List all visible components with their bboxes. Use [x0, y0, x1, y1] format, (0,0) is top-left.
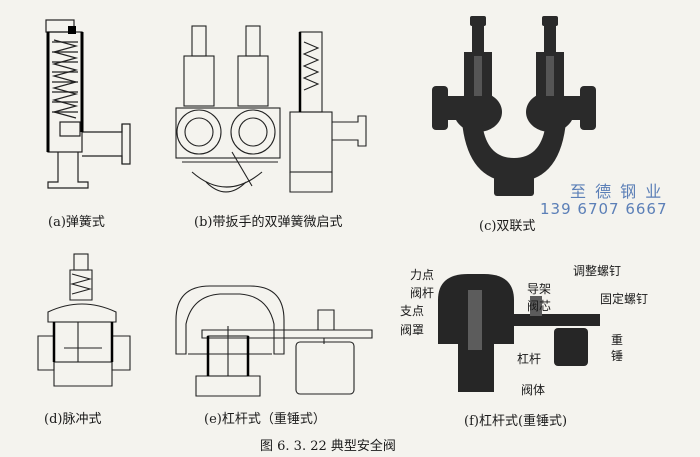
pulse-valve-drawing	[37, 253, 131, 387]
figure-d-pulse-valve	[34, 248, 134, 398]
label-valve-core: 阀芯	[527, 299, 552, 313]
figure-b-double-spring-valve	[172, 12, 372, 202]
caption-f: (f)杠杆式(重锤式)	[464, 414, 568, 429]
caption-c: (c)双联式	[479, 219, 536, 234]
label-valve-body: 阀体	[521, 383, 546, 397]
watermark-company: 至 德 钢 业	[570, 182, 664, 201]
label-adjust-screw: 调整螺钉	[573, 264, 622, 278]
spring-valve-drawing	[45, 19, 131, 189]
lever-valve-drawing	[175, 285, 373, 397]
lever-valve-photo-drawing	[438, 274, 600, 392]
figure-title: 图 6. 3. 22 典型安全阀	[260, 439, 396, 454]
caption-e: (e)杠杆式（重锤式）	[204, 412, 326, 427]
label-weight: 重 锤	[611, 333, 624, 363]
label-valve-stem: 阀杆	[410, 286, 435, 300]
figure-c-twin-valve-photo	[428, 12, 600, 200]
label-force-point: 力点	[410, 268, 435, 282]
caption-d: (d)脉冲式	[44, 412, 102, 427]
label-fulcrum: 支点	[400, 304, 425, 318]
label-fix-screw: 固定螺钉	[600, 292, 649, 306]
label-valve-cover: 阀罩	[400, 323, 425, 337]
twin-valve-image	[432, 16, 596, 196]
label-lever: 杠杆	[517, 352, 542, 366]
figure-f-lever-valve	[436, 270, 606, 396]
figure-e-lever-valve	[168, 270, 388, 398]
watermark-phone: 139 6707 6667	[540, 200, 668, 218]
label-guide: 导架	[527, 282, 552, 296]
figure-a-spring-valve	[38, 12, 138, 192]
caption-b: (b)带扳手的双弹簧微启式	[194, 215, 343, 230]
double-spring-valve-drawing	[175, 25, 367, 193]
caption-a: (a)弹簧式	[48, 215, 105, 230]
